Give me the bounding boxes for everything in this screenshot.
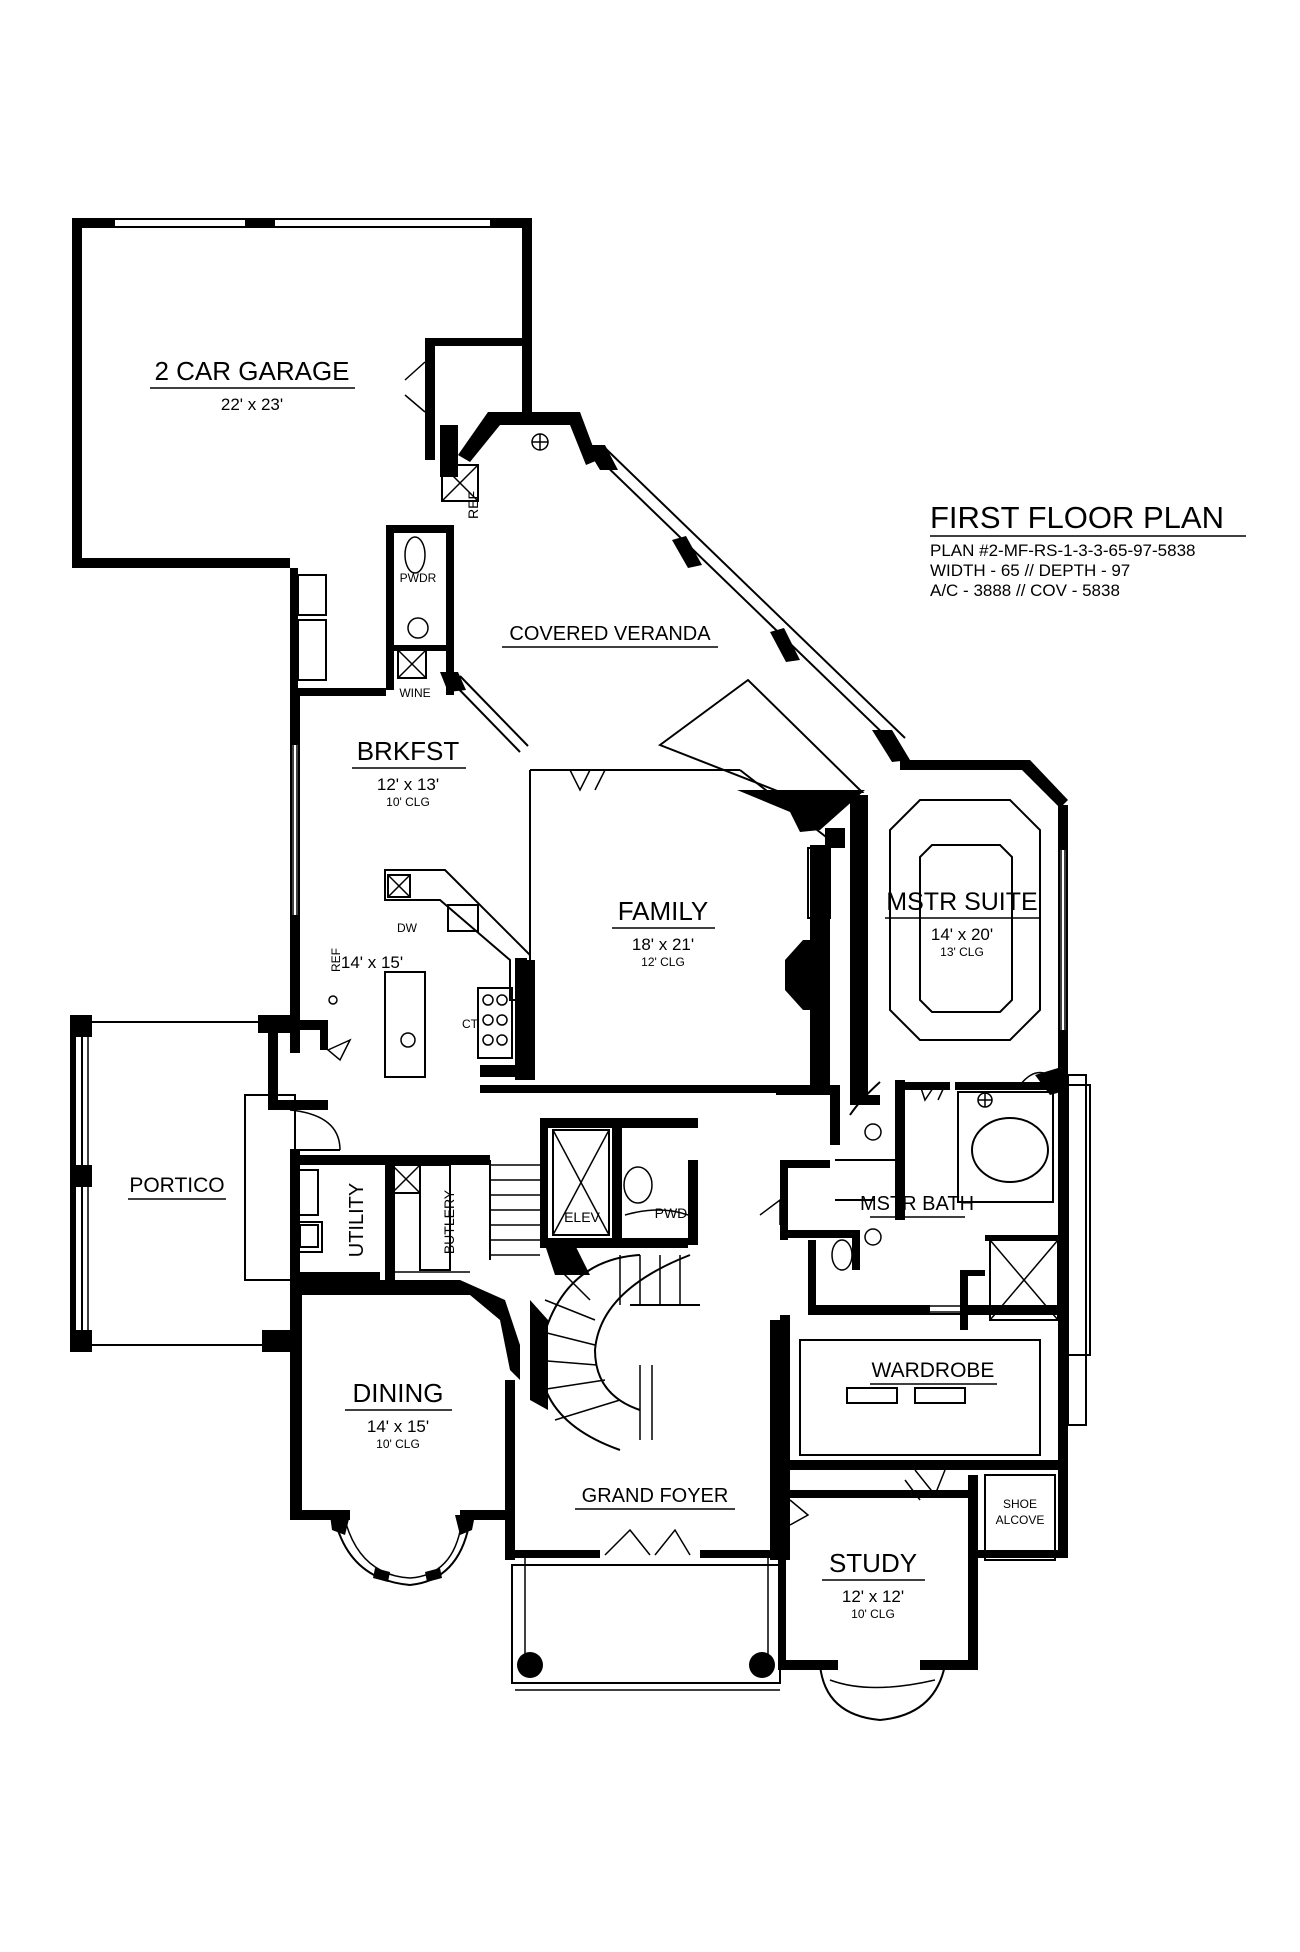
master-suite-label: MSTR SUITE bbox=[886, 888, 1037, 916]
dining-dims: 14' x 15' bbox=[367, 1417, 429, 1436]
utility-label: UTILITY bbox=[346, 1183, 368, 1257]
wardrobe-label: WARDROBE bbox=[872, 1359, 995, 1382]
garage-walls bbox=[72, 218, 532, 568]
powder-upper-label: PWDR bbox=[400, 571, 437, 585]
family-walls bbox=[530, 769, 845, 1095]
breakfast-ceiling: 10' CLG bbox=[386, 795, 430, 809]
shoe-alcove-label-2: ALCOVE bbox=[996, 1513, 1045, 1527]
shoe-alcove-label-1: SHOE bbox=[1003, 1497, 1037, 1511]
study-label: STUDY bbox=[829, 1548, 917, 1578]
dining-ceiling: 10' CLG bbox=[376, 1437, 420, 1451]
study-dims: 12' x 12' bbox=[842, 1587, 904, 1606]
master-suite-walls bbox=[850, 760, 1068, 1095]
utility-butlery-walls bbox=[290, 1150, 490, 1280]
master-bath-walls bbox=[759, 1080, 1091, 1356]
stair-core bbox=[480, 1085, 780, 1451]
study-ceiling: 10' CLG bbox=[851, 1607, 895, 1621]
breakfast-dims: 12' x 13' bbox=[377, 775, 439, 794]
ref-kitchen-label: REF bbox=[329, 948, 343, 972]
cooktop-label: CT bbox=[462, 1017, 479, 1031]
veranda-walls bbox=[440, 412, 910, 832]
wardrobe-walls bbox=[780, 1305, 1068, 1475]
room-labels: 2 CAR GARAGE 22' x 23' REF PWDR WINE COV… bbox=[128, 356, 1044, 1621]
garage-label: 2 CAR GARAGE bbox=[154, 356, 349, 386]
grand-foyer-label: GRAND FOYER bbox=[582, 1485, 729, 1507]
master-suite-dims: 14' x 20' bbox=[931, 925, 993, 944]
foyer-walls bbox=[505, 1320, 785, 1691]
master-bath-label: MSTR BATH bbox=[860, 1193, 974, 1215]
family-dims: 18' x 21' bbox=[632, 935, 694, 954]
main-left-walls bbox=[290, 688, 535, 1080]
stair-treads bbox=[489, 1160, 540, 1260]
dining-label: DINING bbox=[353, 1378, 444, 1408]
wine-label: WINE bbox=[399, 686, 430, 700]
exterior-strip bbox=[1067, 1074, 1087, 1426]
portico-label: PORTICO bbox=[129, 1174, 224, 1197]
master-suite-ceiling: 13' CLG bbox=[940, 945, 984, 959]
dishwasher-label: DW bbox=[397, 921, 418, 935]
garage-dims: 22' x 23' bbox=[221, 395, 283, 414]
family-label: FAMILY bbox=[618, 896, 709, 926]
title-block: FIRST FLOOR PLAN PLAN #2-MF-RS-1-3-3-65-… bbox=[930, 500, 1246, 600]
powder-wine-walls bbox=[290, 525, 454, 695]
plan-area: A/C - 3888 // COV - 5838 bbox=[930, 581, 1120, 600]
veranda-label: COVERED VERANDA bbox=[509, 623, 711, 645]
family-ceiling: 12' CLG bbox=[641, 955, 685, 969]
plan-width-depth: WIDTH - 65 // DEPTH - 97 bbox=[930, 561, 1130, 580]
ref-upper-label: REF bbox=[465, 491, 481, 519]
plan-title: FIRST FLOOR PLAN bbox=[930, 500, 1224, 535]
plan-number: PLAN #2-MF-RS-1-3-3-65-97-5838 bbox=[930, 541, 1196, 560]
study-walls bbox=[778, 1469, 1068, 1722]
kitchen-dims: 14' x 15' bbox=[341, 953, 403, 972]
butlery-label: BUTLERY bbox=[441, 1189, 457, 1254]
breakfast-label: BRKFST bbox=[357, 736, 460, 766]
elevator-label: ELEV bbox=[564, 1209, 600, 1225]
powder-lower-label: PWDR bbox=[655, 1205, 698, 1221]
